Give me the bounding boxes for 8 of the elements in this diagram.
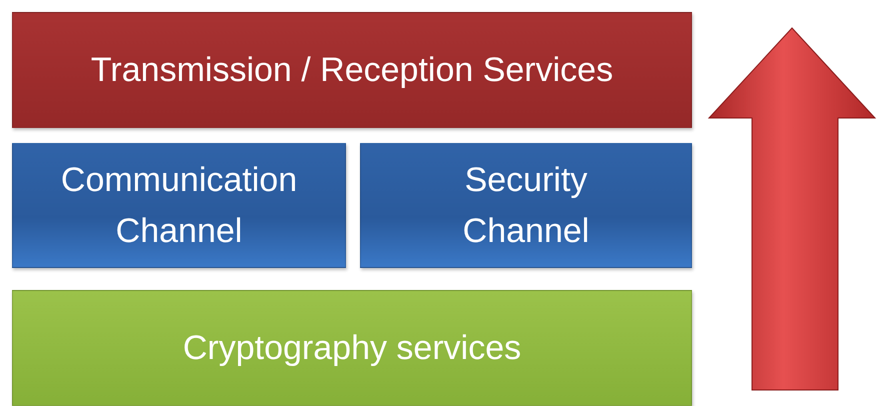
service-layer-box xyxy=(12,12,692,128)
box-label: Transmission / Reception Services xyxy=(90,50,614,90)
box-label: Security Channel xyxy=(462,160,590,252)
channel-box xyxy=(12,143,346,268)
channel-box xyxy=(360,143,692,268)
service-layer-box xyxy=(12,290,692,406)
box-label: Cryptography services xyxy=(182,328,522,368)
box-label: Communication Channel xyxy=(60,160,298,252)
